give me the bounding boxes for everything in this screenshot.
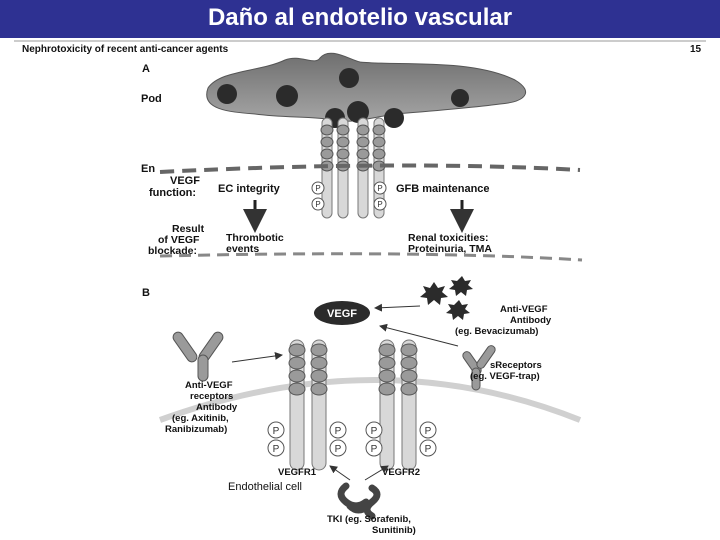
tki-molecule-icon: [341, 486, 377, 516]
p-label: P: [315, 184, 320, 193]
p-label: P: [377, 184, 382, 193]
anti-receptor-antibody-label: Anti-VEGF receptors Antibody (eg. Axitin…: [165, 380, 240, 435]
arrow-anti-receptor: [232, 355, 282, 362]
p-label: P: [377, 200, 382, 209]
p-label: P: [371, 426, 378, 437]
panel-b-label: B: [142, 287, 150, 299]
vegfr1-receptor: [289, 340, 327, 470]
vegfr2-receptor: [379, 340, 417, 470]
vesicle: [276, 85, 298, 107]
vesicle: [451, 89, 469, 107]
tki-label: TKI (eg. Sorafenib, Sunitinib): [327, 514, 416, 536]
anti-vegf-antibody-icon: [420, 276, 473, 320]
pod-label: Pod: [141, 93, 162, 105]
arrow-tki-1: [330, 466, 350, 480]
vegfr1-label: VEGFR1: [278, 467, 317, 478]
p-label: P: [273, 444, 280, 455]
vesicle: [339, 68, 359, 88]
p-label: P: [425, 444, 432, 455]
arrow-antibody-to-vegf: [375, 306, 420, 308]
p-label: P: [335, 426, 342, 437]
renal-label: Renal toxicities: Proteinuria, TMA: [408, 232, 492, 255]
p-label: P: [425, 426, 432, 437]
panel-a-bottom-dash: [160, 254, 582, 260]
vesicle: [217, 84, 237, 104]
vesicle: [384, 108, 404, 128]
vegfr2-label: VEGFR2: [382, 467, 420, 478]
p-label: P: [315, 200, 320, 209]
vegf-label: VEGF: [327, 308, 357, 320]
result-label: Result of VEGF blockade:: [148, 223, 207, 257]
figure: Nephrotoxicity of recent anti-cancer age…: [0, 38, 720, 540]
page-number: 15: [690, 44, 702, 55]
anti-vegf-antibody-label: Anti-VEGF Antibody (eg. Bevacizumab): [455, 304, 554, 337]
gfb-maintenance-label: GFB maintenance: [396, 183, 490, 195]
en-label: En: [141, 163, 155, 175]
figure-header: Nephrotoxicity of recent anti-cancer age…: [22, 44, 229, 55]
p-label: P: [335, 444, 342, 455]
ec-integrity-label: EC integrity: [218, 183, 281, 195]
p-label: P: [273, 426, 280, 437]
vegf-function-label: VEGF function:: [149, 175, 203, 199]
endothelial-cell-label: Endothelial cell: [228, 481, 302, 493]
anti-receptor-antibody-icon: [171, 330, 225, 381]
p-label: P: [371, 444, 378, 455]
slide-title: Daño al endotelio vascular: [0, 4, 720, 32]
thrombotic-label: Thrombotic events: [226, 232, 287, 255]
panel-a-label: A: [142, 63, 150, 75]
endothelium-membrane: [160, 165, 580, 172]
